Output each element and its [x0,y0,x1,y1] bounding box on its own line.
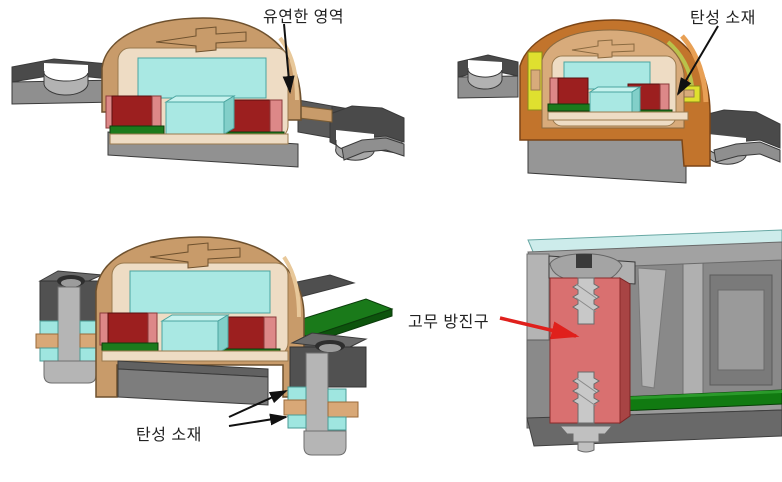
magnet-left [557,77,589,107]
push-nut [558,425,614,443]
label-elastic-material-top: 탄성 소재 [690,10,756,27]
flexible-region-arrow [282,23,295,94]
rubber-mount-arrow [499,316,580,340]
label-flexible-region: 유연한 영역 [263,9,345,26]
panel-top-left-section-view [11,17,405,168]
elastic-pad [327,416,347,431]
housing-cut-face [526,253,667,429]
elastic-pad [79,347,98,362]
elastic-material-arrow-2 [228,413,288,427]
elastic-pad [79,320,98,335]
elastic-pad [39,347,59,362]
pin-foot [43,360,97,384]
cap-top-tab [155,26,247,53]
magnet-left [111,95,159,129]
interior-assembly [105,57,289,145]
interior-assembly [99,270,289,406]
panel-bottom-right-section-view [499,229,782,453]
pin-foot [303,430,347,456]
panel-bottom-left-section-view [35,236,394,456]
elastic-pad [287,414,307,429]
pin-shaft [57,286,81,364]
coil-block [165,101,225,135]
interior-assembly [547,61,689,121]
cyan-plate [129,270,271,314]
pcb-strip-left [547,103,593,112]
label-elastic-material-bottom: 탄성 소재 [136,427,202,444]
screw [558,277,614,453]
mount-post-right [283,332,368,456]
cap-top-tab [571,39,635,59]
magnet-left [107,312,155,346]
support-rib [637,267,667,389]
cyan-plate [137,57,267,99]
mount-notch-left [467,60,502,78]
elastic-pad [287,386,307,401]
elastic-pad [39,320,59,335]
mount-notch-left [43,63,88,82]
elastic-material-arrow [676,25,719,96]
glass-panel [527,229,782,255]
elastic-pad [327,388,347,403]
coil-block [161,320,219,354]
cap-top-tab [149,242,241,269]
magnet-right [221,316,269,352]
pin-shaft [305,352,329,434]
elastic-material-arrow-1 [228,390,288,418]
label-rubber-mount: 고무 방진구 [408,314,490,331]
pcb-strip-left [101,342,159,352]
mount-post-left [35,270,104,384]
pcb-strip-left [109,125,165,135]
panel-top-right-section-view [457,19,781,184]
